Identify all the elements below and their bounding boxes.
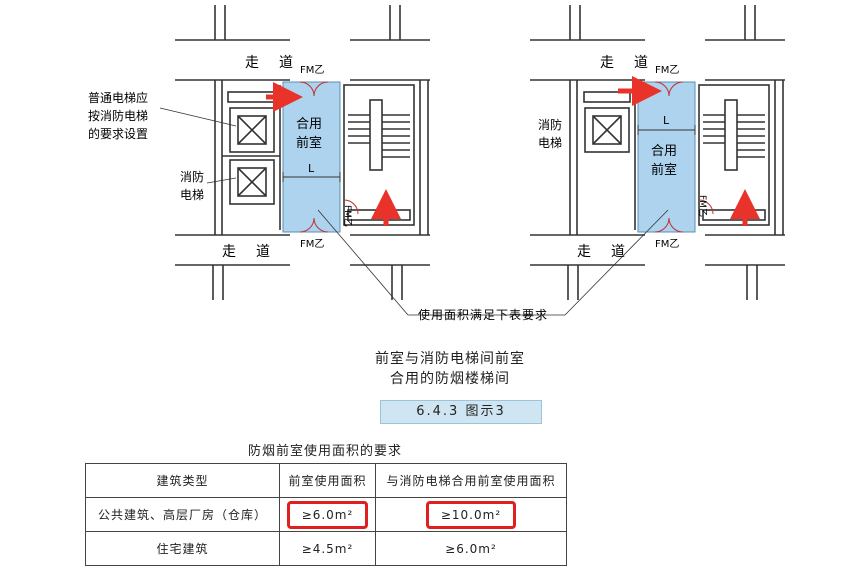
corridor-label-top: 走 道	[600, 55, 651, 71]
table-cell: ≥6.0m²	[375, 531, 567, 566]
caption-line: 前室与消防电梯间前室	[375, 351, 525, 367]
length-mark: L	[663, 114, 670, 127]
shared-anteroom-label: 合用	[651, 144, 677, 159]
figure-label: 6.4.3 图示3	[380, 400, 542, 424]
table-cell: 公共建筑、高层厂房（仓库）	[85, 497, 280, 532]
floor-plan-drawings: 走 道 走 道 FM乙 FM乙 FM乙 合用 前室 L 普通电梯应 按消防电梯 …	[88, 5, 785, 322]
fire-elevator-note: 消防	[538, 117, 562, 132]
door-label: FM乙	[655, 238, 679, 250]
highlighted-value: ≥10.0m²	[425, 500, 517, 529]
ordinary-elevator-note: 的要求设置	[88, 126, 148, 141]
fire-elevator-note: 电梯	[538, 136, 562, 150]
highlighted-value: ≥6.0m²	[286, 500, 369, 529]
table-header: 与消防电梯合用前室使用面积	[375, 463, 567, 498]
table-cell: ≥4.5m²	[279, 531, 376, 566]
ordinary-elevator-note: 按消防电梯	[88, 108, 148, 123]
figure-caption: 前室与消防电梯间前室 合用的防烟楼梯间	[355, 349, 545, 389]
fire-elevator-note: 电梯	[180, 188, 204, 202]
shared-anteroom-label: 前室	[651, 162, 677, 178]
corridor-label-bottom: 走 道	[577, 244, 628, 260]
table-header-row: 建筑类型 前室使用面积 与消防电梯合用前室使用面积	[85, 463, 567, 498]
door-label: FM乙	[300, 64, 324, 76]
table-row: 住宅建筑 ≥4.5m² ≥6.0m²	[85, 531, 567, 566]
table-row: 公共建筑、高层厂房（仓库） ≥6.0m² ≥10.0m²	[85, 497, 567, 532]
table-header: 前室使用面积	[279, 463, 376, 498]
door-label: FM乙	[342, 205, 353, 227]
table-header: 建筑类型	[85, 463, 280, 498]
door-label: FM乙	[655, 64, 679, 76]
area-callout: 使用面积满足下表要求	[418, 307, 548, 322]
table-cell: 住宅建筑	[85, 531, 280, 566]
left-floor-plan: 走 道 走 道 FM乙 FM乙 FM乙 合用 前室 L 普通电梯应 按消防电梯 …	[88, 5, 565, 316]
door-label: FM乙	[300, 238, 324, 250]
shared-anteroom-label: 合用	[296, 117, 322, 132]
length-mark: L	[308, 162, 315, 175]
fire-elevator-note: 消防	[180, 169, 204, 184]
corridor-label-top: 走 道	[245, 55, 296, 71]
table-title: 防烟前室使用面积的要求	[248, 444, 403, 459]
door-label: FM乙	[697, 195, 708, 217]
area-requirement-table: 建筑类型 前室使用面积 与消防电梯合用前室使用面积 公共建筑、高层厂房（仓库） …	[85, 463, 567, 566]
table-cell: ≥6.0m²	[279, 497, 376, 532]
table-cell: ≥10.0m²	[375, 497, 567, 532]
caption-line: 合用的防烟楼梯间	[390, 371, 510, 387]
corridor-label-bottom: 走 道	[222, 244, 273, 260]
ordinary-elevator-note: 普通电梯应	[88, 90, 148, 105]
right-floor-plan: 走 道 走 道 FM乙 FM乙 FM乙 合用 前室 L 消防 电梯	[530, 5, 785, 316]
shared-anteroom-label: 前室	[296, 135, 322, 151]
